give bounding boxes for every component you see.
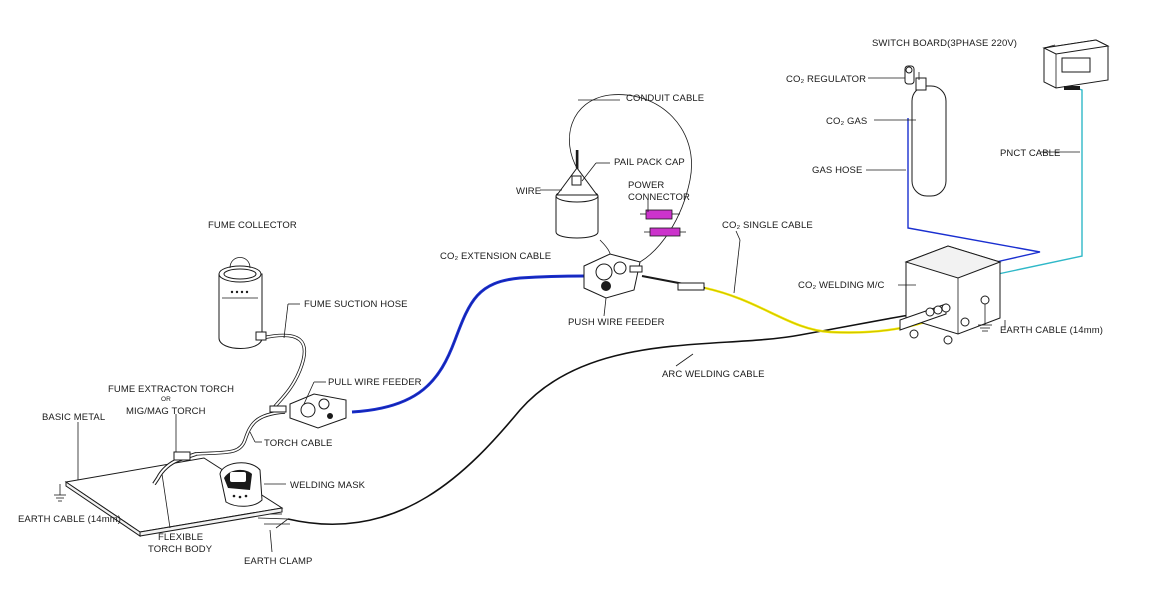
- label-co2-extension-cable: CO₂ EXTENSION CABLE: [440, 251, 551, 262]
- label-co2-regulator: CO₂ REGULATOR: [786, 74, 866, 85]
- labels: SWITCH BOARD(3PHASE 220V) CO₂ REGULATOR …: [18, 38, 1103, 567]
- label-mig-mag-torch: MIG/MAG TORCH: [126, 406, 206, 417]
- label-or: OR: [161, 396, 171, 403]
- label-switch-board: SWITCH BOARD(3PHASE 220V): [872, 38, 1017, 49]
- welding-torch: [152, 451, 197, 486]
- label-pnct-cable: PNCT CABLE: [1000, 148, 1060, 159]
- label-wire: WIRE: [516, 186, 541, 197]
- welding-mask: [219, 462, 263, 507]
- label-fume-collector: FUME COLLECTOR: [208, 220, 297, 231]
- label-push-wire-feeder: PUSH WIRE FEEDER: [568, 317, 665, 328]
- label-power-connector-1: POWER: [628, 180, 664, 191]
- basic-metal-plate: [64, 457, 284, 537]
- push-wire-feeder: [583, 253, 706, 299]
- label-welding-mask: WELDING MASK: [290, 480, 366, 491]
- co2-extension-cable: [351, 274, 586, 414]
- label-flexible-1: FLEXIBLE: [158, 532, 203, 543]
- label-gas-hose: GAS HOSE: [812, 165, 862, 176]
- label-fume-suction-hose: FUME SUCTION HOSE: [304, 299, 408, 310]
- leader-lines: [77, 44, 1080, 553]
- label-earth-clamp: EARTH CLAMP: [244, 556, 313, 567]
- earth-symbol-right: [978, 304, 992, 332]
- wire-pail-pack: [555, 150, 599, 239]
- co2-gas-cylinder: [904, 65, 947, 197]
- fume-collector: [218, 257, 267, 349]
- label-earth-cable-left: EARTH CABLE (14mm): [18, 514, 121, 525]
- label-co2-single-cable: CO₂ SINGLE CABLE: [722, 220, 813, 231]
- label-power-connector-2: CONNECTOR: [628, 192, 690, 203]
- label-fume-extraction-torch: FUME EXTRACTON TORCH: [108, 384, 234, 395]
- switch-board: [1042, 39, 1110, 90]
- label-co2-welding-mc: CO₂ WELDING M/C: [798, 280, 885, 291]
- label-torch-cable: TORCH CABLE: [264, 438, 333, 449]
- label-pail-pack-cap: PAIL PACK CAP: [614, 157, 685, 168]
- label-conduit-cable: CONDUIT CABLE: [626, 93, 704, 104]
- gas-hose-line: [907, 118, 1041, 263]
- label-pull-wire-feeder: PULL WIRE FEEDER: [328, 377, 422, 388]
- label-flexible-2: TORCH BODY: [148, 544, 213, 555]
- label-co2-gas: CO₂ GAS: [826, 116, 867, 127]
- earth-clamp: [257, 513, 290, 529]
- pull-wire-feeder: [269, 393, 347, 429]
- co2-single-cable: [704, 286, 926, 334]
- label-arc-welding-cable: ARC WELDING CABLE: [662, 369, 765, 380]
- power-connector: [640, 209, 686, 237]
- label-earth-cable-right: EARTH CABLE (14mm): [1000, 325, 1103, 336]
- label-basic-metal: BASIC METAL: [42, 412, 105, 423]
- arc-welding-cable: [287, 313, 916, 525]
- earth-symbol-left: [54, 484, 66, 502]
- co2-welding-machine: [899, 245, 1002, 345]
